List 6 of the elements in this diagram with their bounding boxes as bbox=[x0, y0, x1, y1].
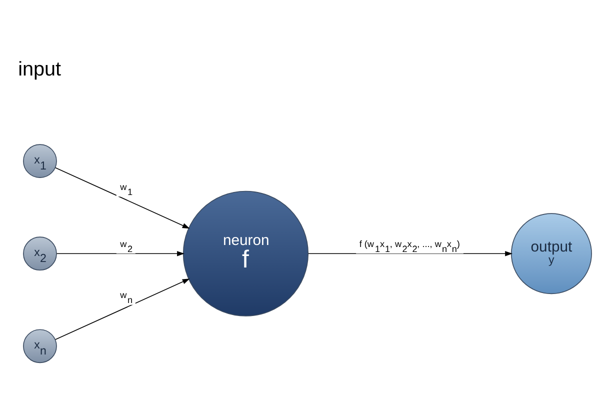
arrow bbox=[308, 250, 513, 256]
node-circle: output y bbox=[510, 212, 592, 294]
label: input bbox=[18, 58, 62, 80]
arrow bbox=[55, 278, 190, 340]
arrow bbox=[56, 250, 184, 256]
arrow bbox=[55, 166, 190, 228]
